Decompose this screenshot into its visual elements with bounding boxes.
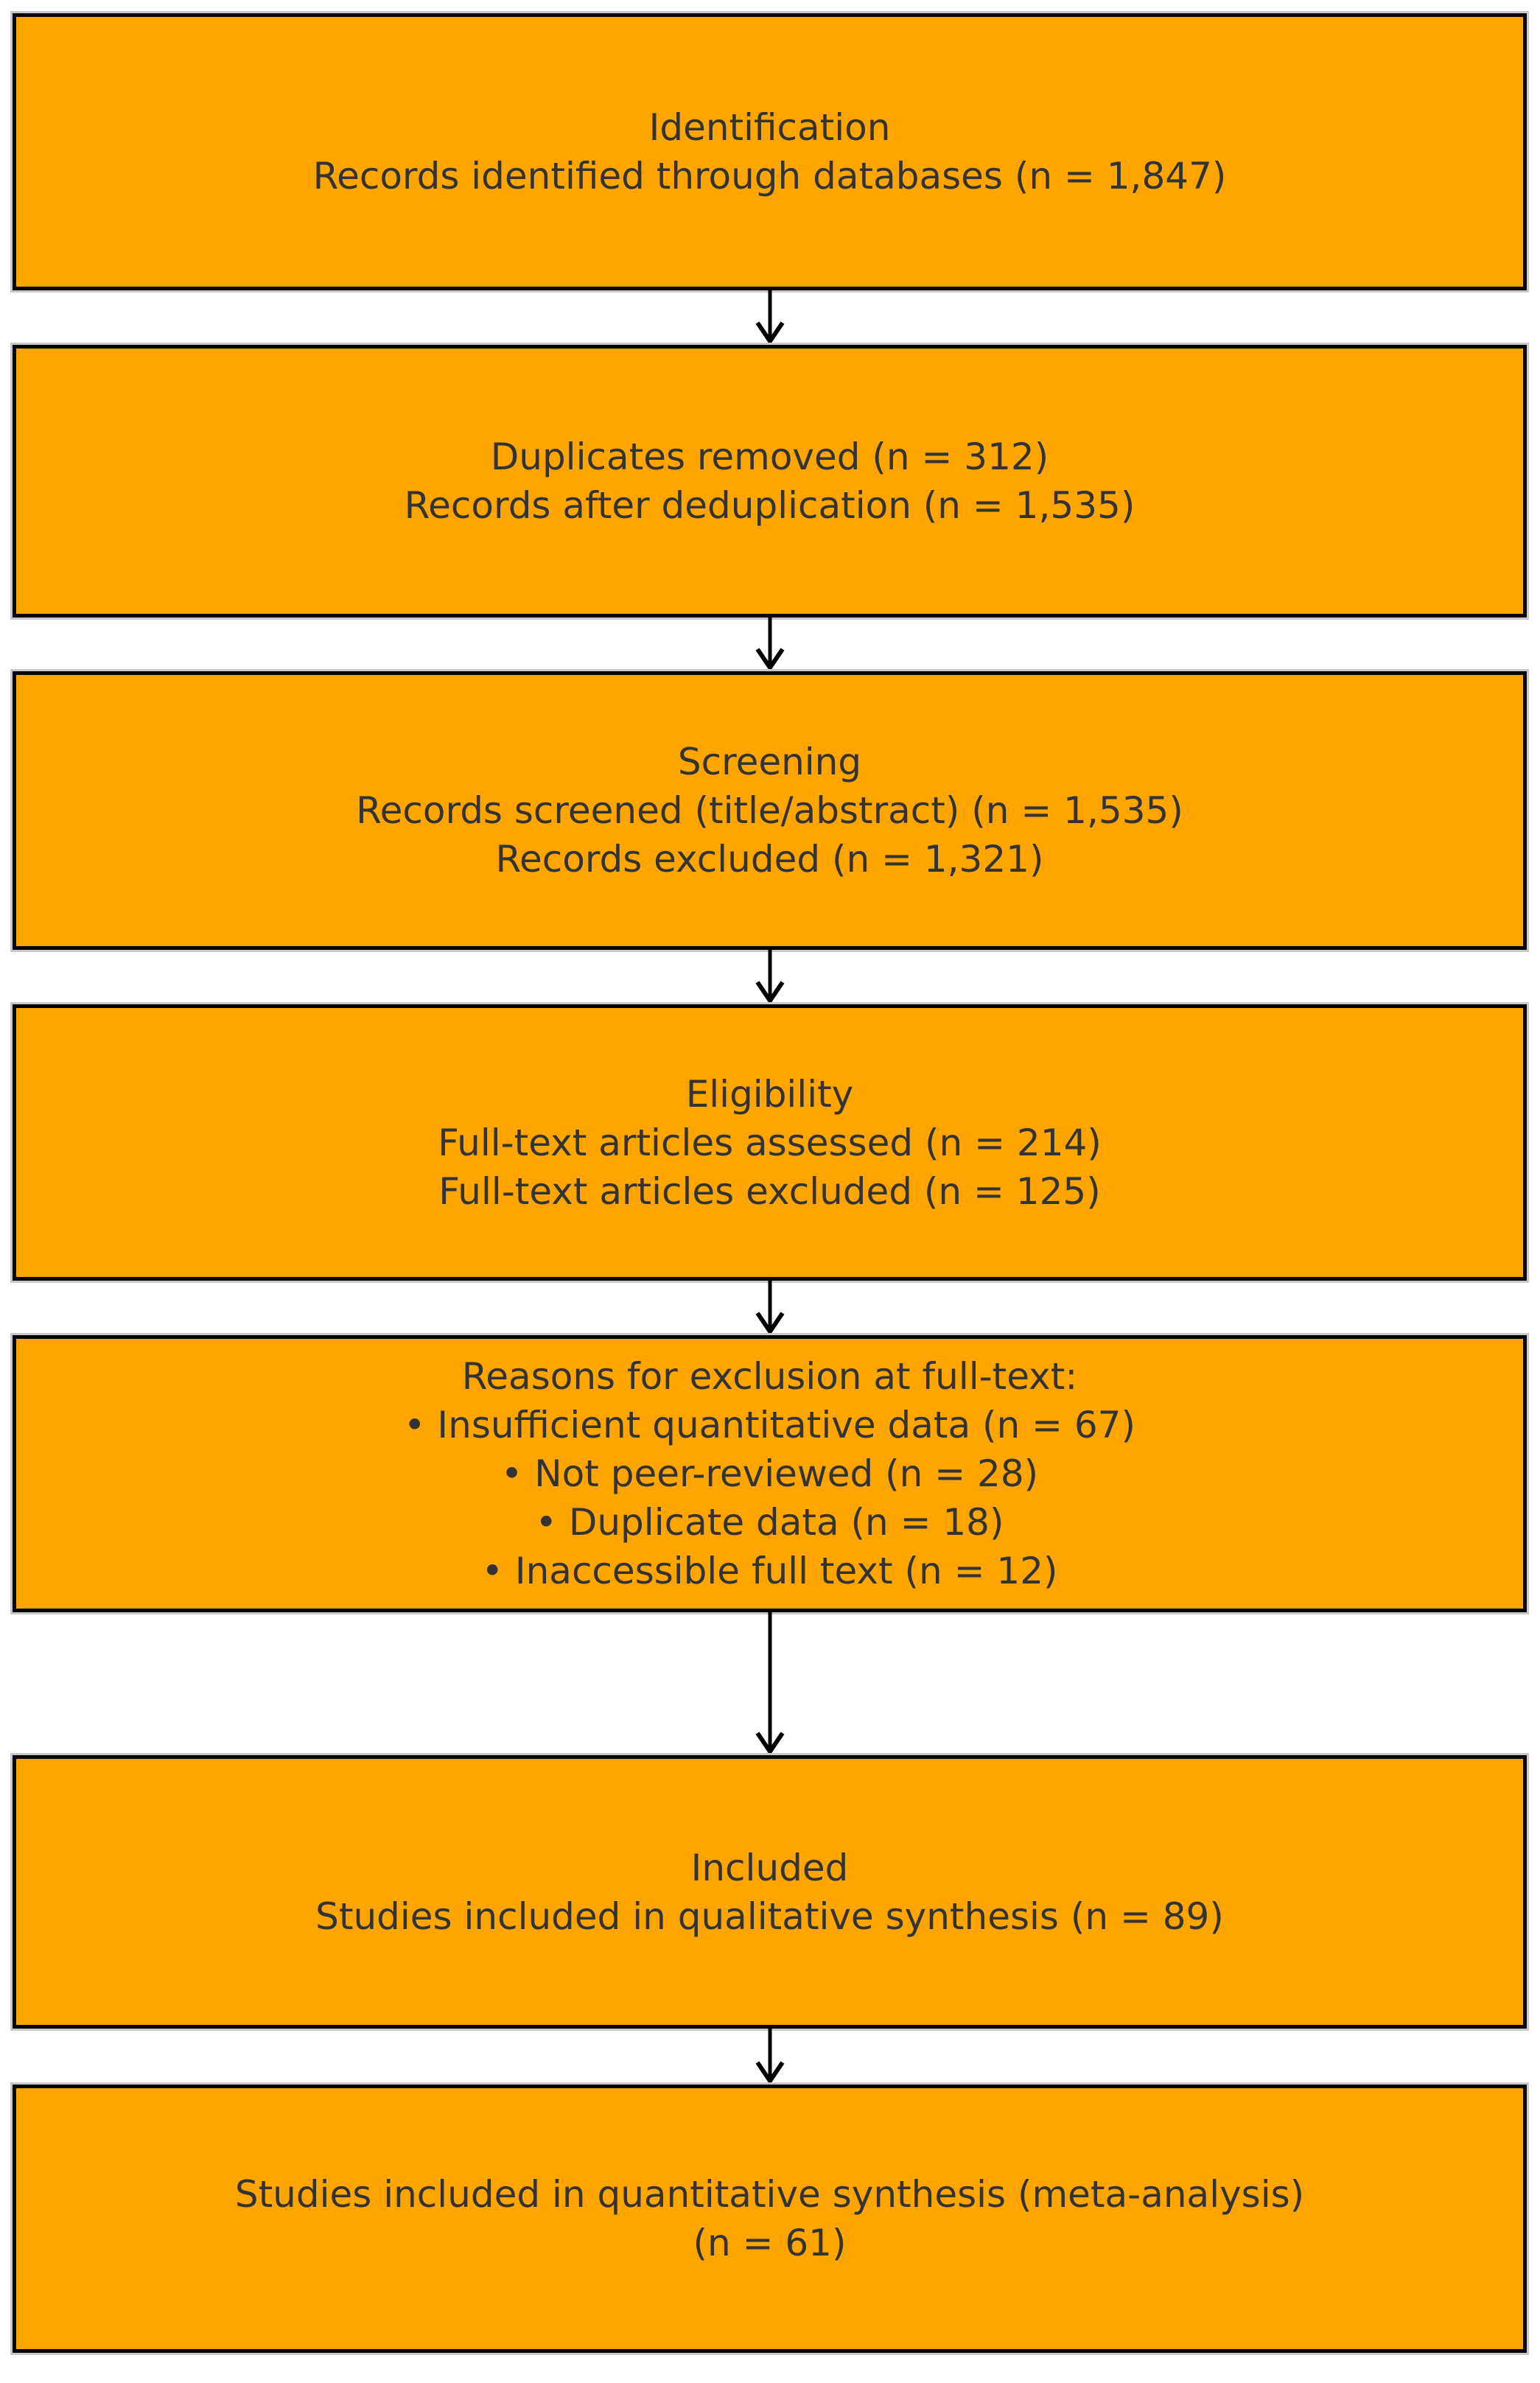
box-line: • Insufficient quantitative data (n = 67… (404, 1404, 1135, 1446)
box-line: (n = 61) (693, 2222, 847, 2264)
flow-arrow-5 (755, 1612, 785, 1756)
box-line: Screening (677, 741, 862, 783)
box-included-quantitative: Studies included in quantitative synthes… (13, 2085, 1527, 2353)
box-line: Identification (648, 106, 891, 149)
flow-arrow-3 (755, 950, 785, 1005)
box-screening: Screening Records screened (title/abstra… (13, 671, 1527, 950)
box-line: Full-text articles assessed (n = 214) (438, 1121, 1102, 1164)
box-line: Records excluded (n = 1,321) (495, 838, 1044, 881)
flow-arrow-4 (755, 1281, 785, 1336)
box-included-qualitative: Included Studies included in qualitative… (13, 1755, 1527, 2029)
box-eligibility: Eligibility Full-text articles assessed … (13, 1004, 1527, 1281)
box-line: Full-text articles excluded (n = 125) (438, 1169, 1101, 1213)
box-line: Included (690, 1846, 849, 1889)
box-line: Eligibility (685, 1072, 854, 1116)
box-line: Records after deduplication (n = 1,535) (404, 484, 1135, 527)
flow-arrow-1 (755, 290, 785, 346)
box-identification: Identification Records identified throug… (13, 13, 1527, 290)
arrow-head (755, 648, 785, 672)
box-line: Studies included in qualitative synthesi… (315, 1894, 1224, 1938)
box-line: Studies included in quantitative synthes… (234, 2173, 1305, 2216)
arrow-head (755, 981, 785, 1005)
box-line: • Inaccessible full text (n = 12) (481, 1550, 1058, 1592)
arrow-head (755, 1312, 785, 1336)
box-exclusion-reasons: Reasons for exclusion at full-text: • In… (13, 1335, 1527, 1612)
box-line: Duplicates removed (n = 312) (490, 435, 1049, 478)
box-line: Records identified through databases (n … (312, 155, 1227, 197)
box-line: • Not peer-reviewed (n = 28) (500, 1452, 1039, 1495)
arrow-head (755, 2061, 785, 2085)
flow-arrow-2 (755, 617, 785, 672)
box-line: Reasons for exclusion at full-text: (461, 1355, 1078, 1398)
box-deduplication: Duplicates removed (n = 312) Records aft… (13, 345, 1527, 617)
box-line: Records screened (title/abstract) (n = 1… (356, 789, 1183, 832)
box-line: • Duplicate data (n = 18) (535, 1501, 1004, 1544)
flow-arrow-6 (755, 2029, 785, 2085)
arrow-head (755, 321, 785, 346)
arrow-head (755, 1732, 785, 1756)
